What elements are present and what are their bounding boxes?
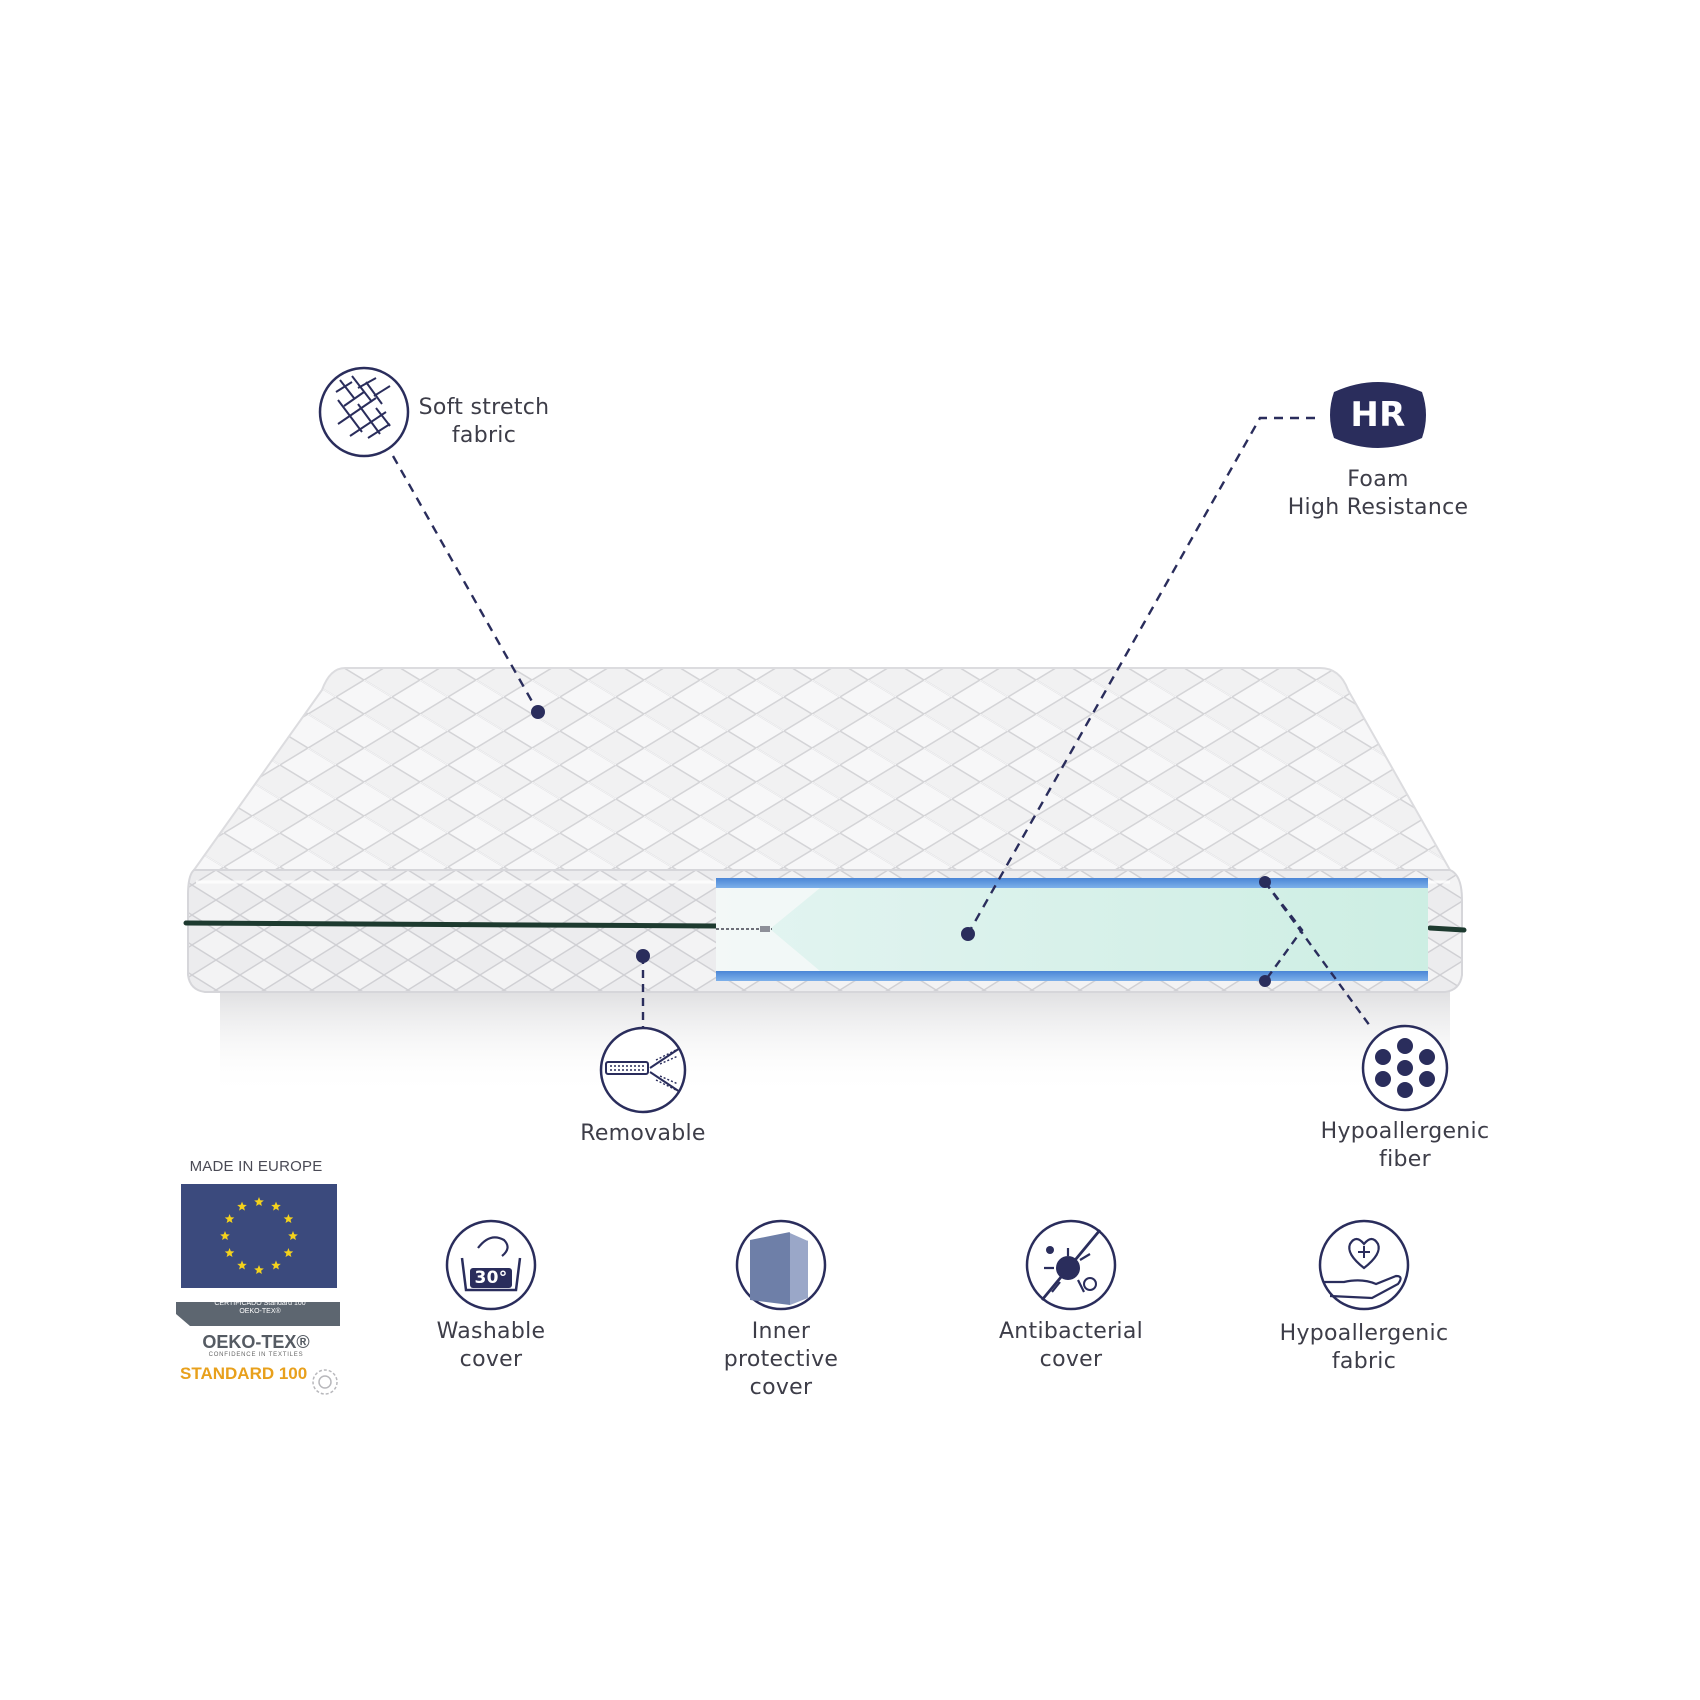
label-line: cover — [749, 1375, 813, 1400]
oeko-tex-name: OEKO-TEX® — [202, 1332, 310, 1352]
label-inner-protective-cover: Inner protective cover — [711, 1318, 851, 1402]
eu-star — [224, 1248, 235, 1257]
label-removable: Removable — [573, 1120, 713, 1148]
label-soft-stretch-fabric: Soft stretch fabric — [414, 394, 554, 450]
callout-removable — [599, 949, 687, 1114]
fiber-icon — [1361, 1024, 1449, 1112]
label-line: Inner — [751, 1319, 811, 1344]
inner-cover-icon — [735, 1219, 827, 1311]
washable-30-badge: 30° — [470, 1267, 512, 1289]
eu-star — [283, 1214, 294, 1223]
label-hypoallergenic-fabric: Hypoallergenic fabric — [1279, 1320, 1449, 1376]
label-line: Foam — [1347, 467, 1409, 492]
certificado-banner — [176, 1302, 340, 1326]
certificado-line: OEKO-TEX® — [239, 1308, 281, 1315]
antibacterial-icon — [1025, 1219, 1117, 1311]
hr-badge-icon — [1330, 382, 1426, 448]
label-line: cover — [459, 1347, 523, 1372]
label-line: cover — [1039, 1347, 1103, 1372]
label-line: Soft stretch — [418, 395, 550, 420]
label-line: Washable — [436, 1319, 546, 1344]
callout-soft-stretch-fabric — [318, 366, 545, 719]
mattress-top — [191, 667, 1453, 889]
label-foam-high-resistance: Foam High Resistance — [1278, 466, 1478, 522]
label-washable-cover: Washable cover — [421, 1318, 561, 1374]
mattress-shadow — [220, 985, 1450, 1095]
label-line: High Resistance — [1287, 495, 1469, 520]
zipper-line-right — [1427, 925, 1467, 933]
eu-star — [271, 1260, 281, 1270]
callout-hypoallergenic-fiber — [1259, 876, 1449, 1112]
eu-star — [224, 1214, 235, 1223]
oeko-tex-tagline: CONFIDENCE IN TEXTILES — [208, 1352, 304, 1358]
certificado-line: CERTIFICADO Standard 100 — [214, 1300, 306, 1307]
washable-30-icon — [445, 1219, 537, 1311]
label-line: protective — [723, 1347, 839, 1372]
callout-hr-foam — [961, 382, 1426, 941]
label-line: Removable — [580, 1121, 706, 1146]
eu-star — [237, 1201, 247, 1211]
eu-star — [288, 1231, 298, 1240]
foam-cross-section — [716, 878, 1428, 981]
zipper-line-left — [183, 920, 719, 929]
eu-star — [283, 1248, 294, 1257]
label-line: fiber — [1379, 1147, 1431, 1172]
eu-star — [271, 1201, 281, 1211]
certificado-text: CERTIFICADO Standard 100 OEKO-TEX® — [180, 1300, 340, 1316]
label-line: Antibacterial — [998, 1319, 1144, 1344]
label-antibacterial-cover: Antibacterial cover — [991, 1318, 1151, 1374]
washable-30-label: 30° — [474, 1268, 508, 1288]
eu-stars — [220, 1197, 298, 1274]
label-line: Hypoallergenic — [1320, 1119, 1490, 1144]
label-line: fabric — [1331, 1349, 1397, 1374]
zipper-icon — [599, 1026, 687, 1114]
fabric-weave-icon — [318, 366, 410, 458]
hr-badge-label: HR — [1350, 395, 1406, 435]
hr-badge-text: HR — [1334, 397, 1422, 433]
oeko-tex-standard: STANDARD 100 — [180, 1364, 308, 1383]
label-hypoallergenic-fiber: Hypoallergenic fiber — [1320, 1118, 1490, 1174]
oeko-flower-icon — [312, 1369, 338, 1395]
eu-star — [254, 1197, 264, 1206]
made-in-europe-flag — [181, 1184, 337, 1288]
made-in-europe-title: MADE IN EUROPE — [189, 1158, 323, 1175]
eu-star — [220, 1231, 230, 1240]
eu-star — [237, 1260, 247, 1270]
label-line: fabric — [451, 423, 517, 448]
eu-star — [254, 1265, 264, 1274]
hypoallergenic-hand-heart-icon — [1318, 1219, 1410, 1311]
label-line: Hypoallergenic — [1279, 1321, 1449, 1346]
